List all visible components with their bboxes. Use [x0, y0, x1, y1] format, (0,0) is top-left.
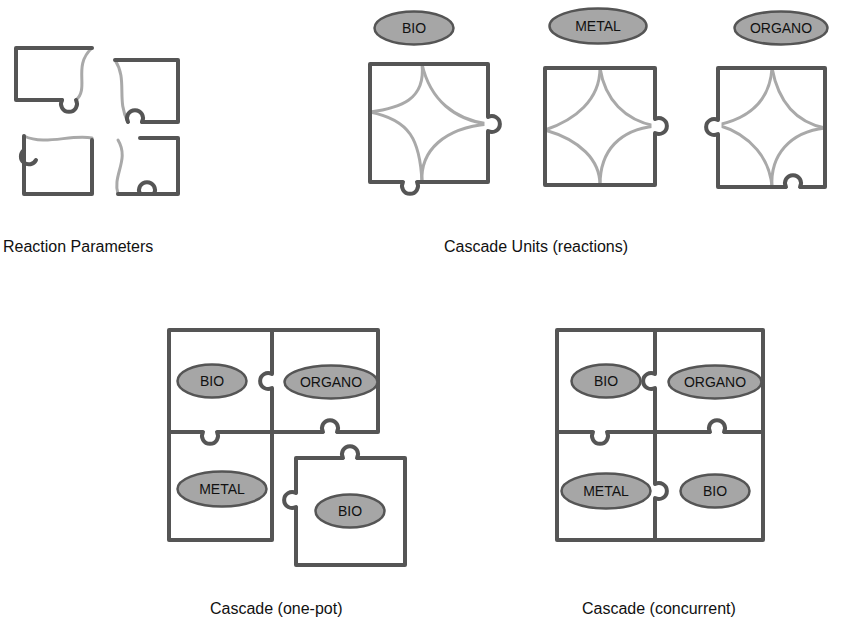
reaction-oval: ORGANO	[667, 364, 763, 400]
reaction-oval: BIO	[373, 10, 455, 46]
reaction-type: METAL	[199, 481, 245, 497]
reaction-oval: ORGANO	[283, 364, 379, 400]
reaction-oval: BIO	[679, 473, 751, 509]
puzzle-units	[370, 64, 825, 194]
reaction-oval: METAL	[548, 7, 648, 45]
reaction-oval: BIO	[570, 363, 642, 399]
reaction-type: ORGANO	[300, 374, 362, 390]
puzzle-concurrent	[557, 330, 763, 540]
reaction-oval: BIO	[176, 363, 248, 399]
caption-label: Reaction Parameters	[3, 238, 153, 256]
puzzle-fragments	[16, 48, 178, 194]
reaction-oval: ORGANO	[733, 10, 829, 46]
reaction-type: BIO	[703, 483, 727, 499]
reaction-oval: METAL	[560, 472, 652, 510]
puzzle-one-pot	[169, 330, 405, 565]
reaction-oval: BIO	[314, 493, 386, 529]
caption-label: Cascade Units (reactions)	[444, 238, 628, 256]
reaction-type: BIO	[338, 503, 362, 519]
reaction-type: METAL	[575, 18, 621, 34]
reaction-type: BIO	[594, 373, 618, 389]
reaction-type: BIO	[402, 20, 426, 36]
caption-label: Cascade (one-pot)	[210, 600, 343, 618]
reaction-type: METAL	[583, 483, 629, 499]
reaction-oval: METAL	[176, 470, 268, 508]
reaction-type: ORGANO	[684, 374, 746, 390]
caption-label: Cascade (concurrent)	[582, 600, 736, 618]
reaction-type: ORGANO	[750, 20, 812, 36]
reaction-type: BIO	[200, 373, 224, 389]
